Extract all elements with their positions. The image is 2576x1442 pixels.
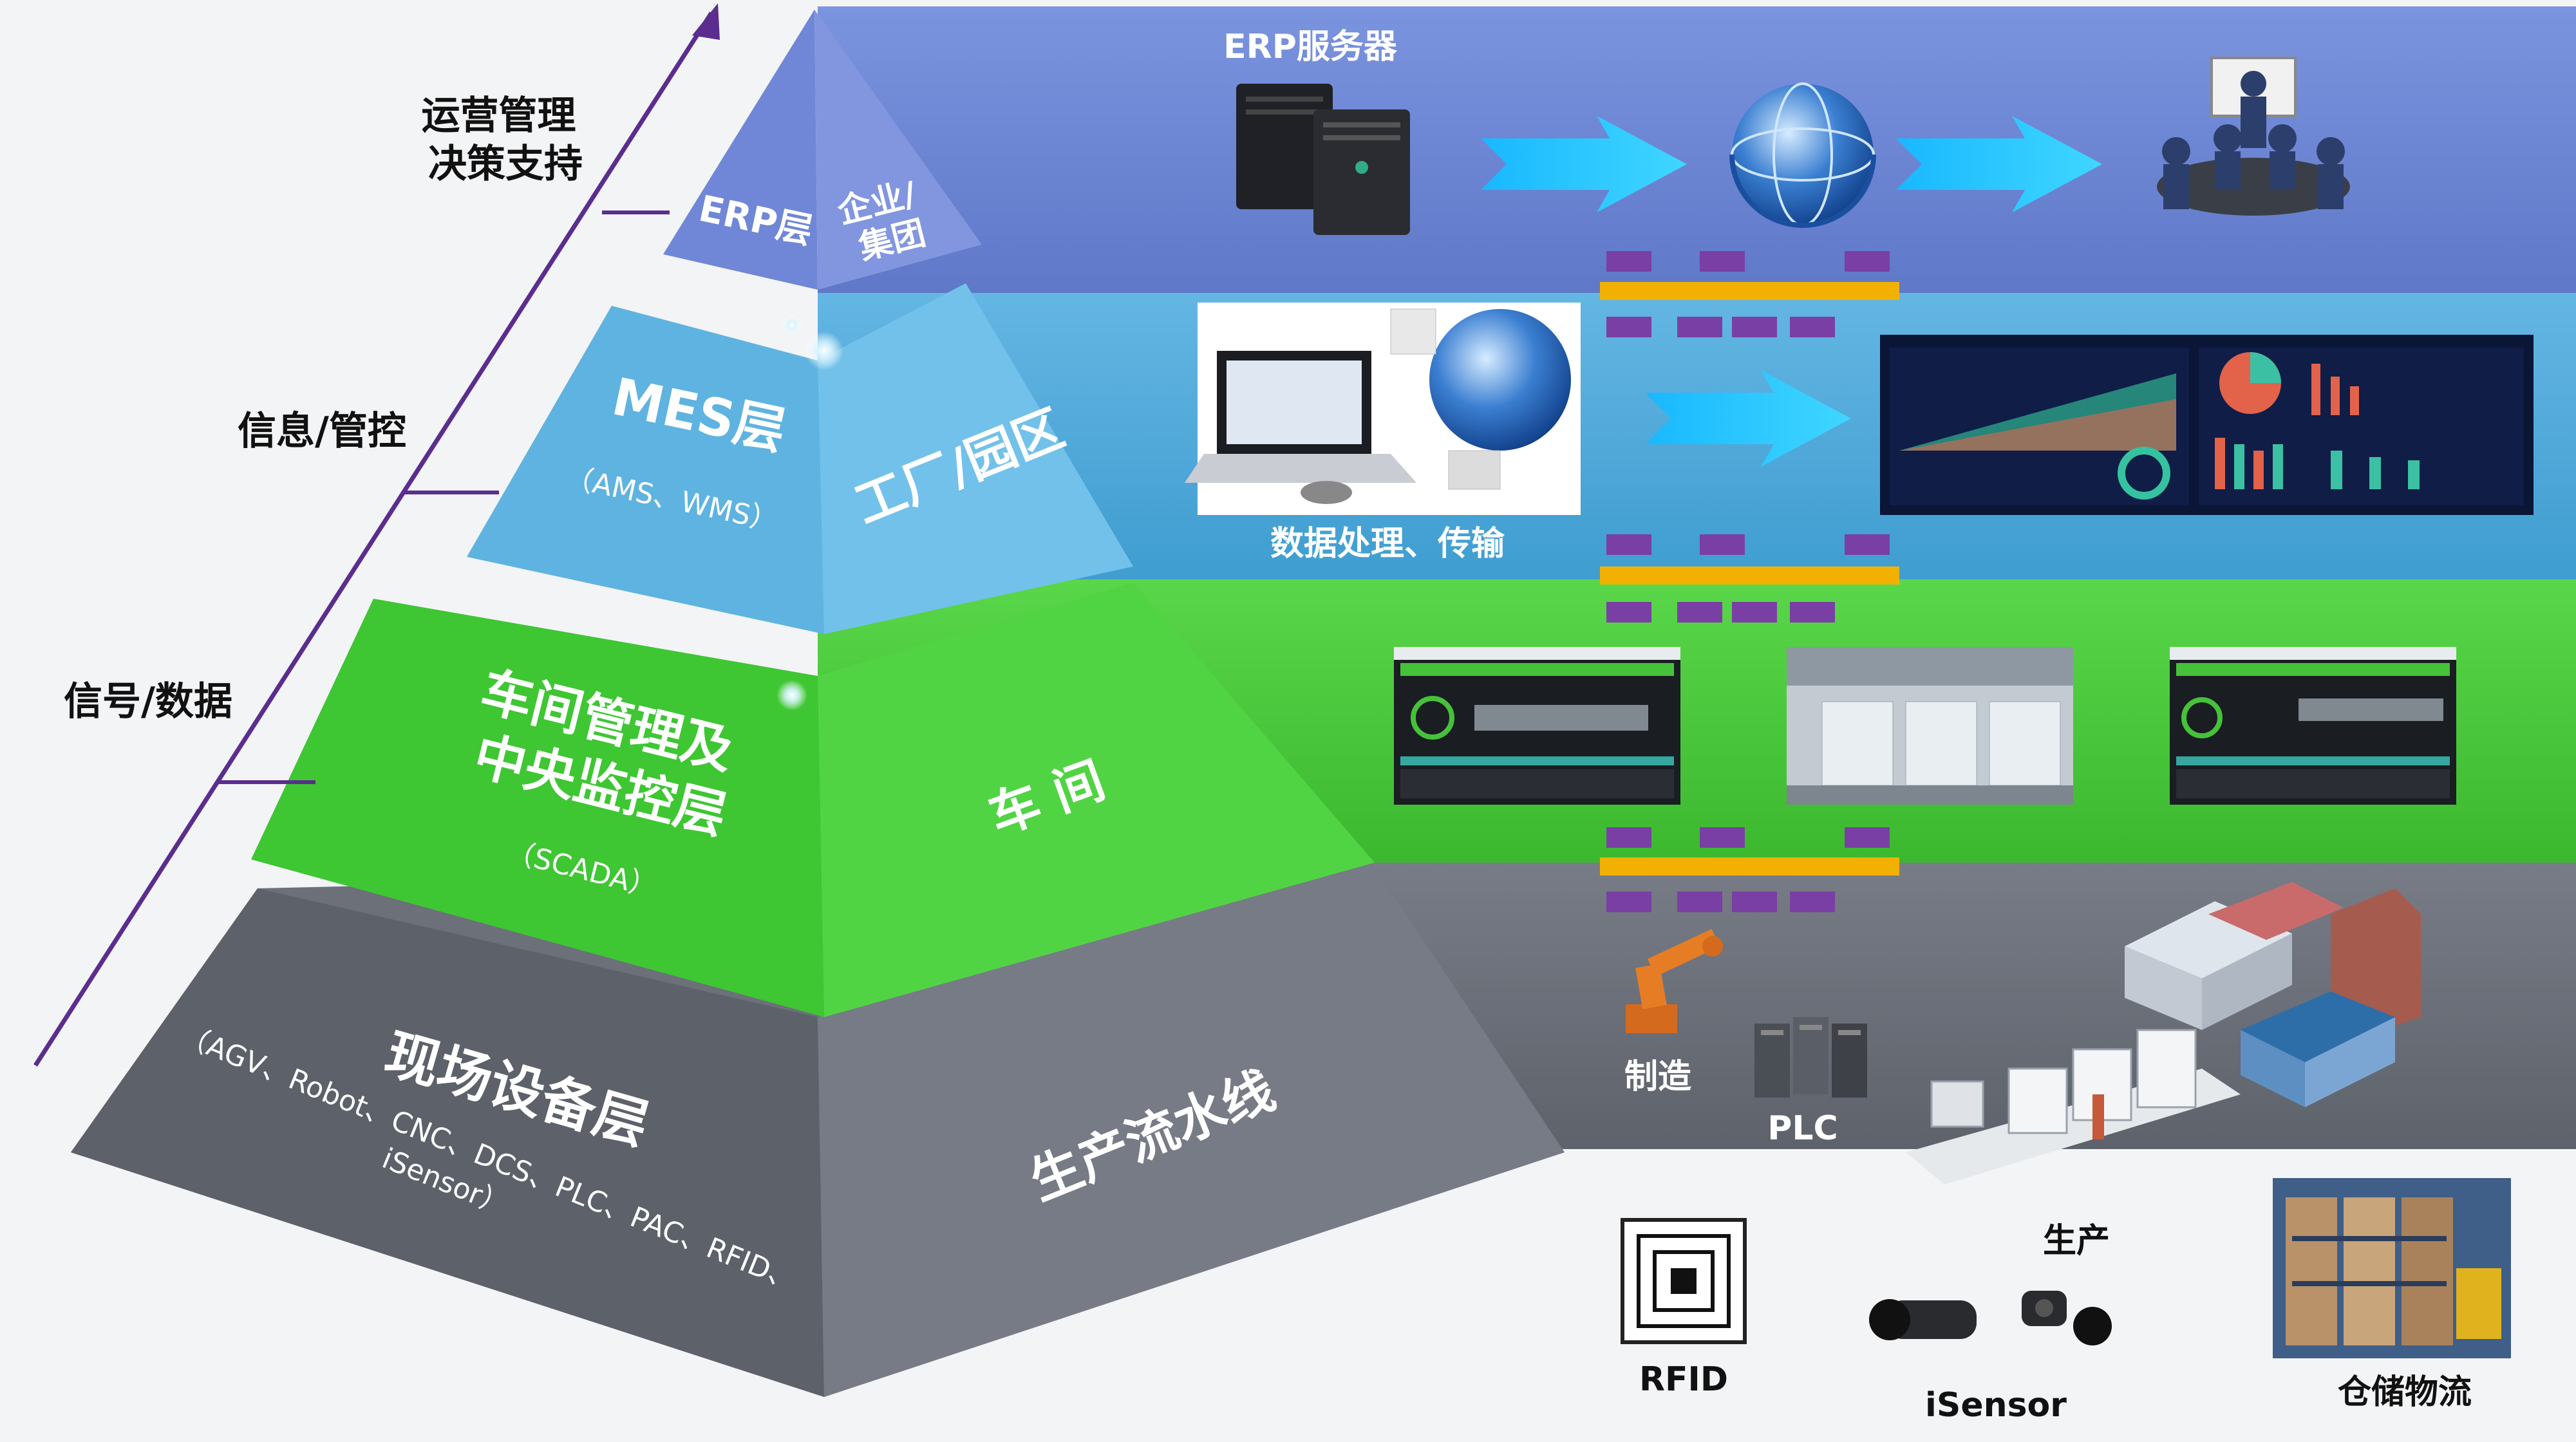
axis-label-signal: 信号/数据 — [64, 679, 232, 724]
plc-rack-icon — [1754, 1017, 1867, 1098]
growth-axis — [33, 3, 720, 1067]
robot-arm-icon — [1626, 929, 1723, 1033]
pyramid-erp-layer — [663, 10, 982, 290]
pyramid-mes-layer — [467, 283, 1133, 634]
arrow-icon — [1896, 116, 2102, 212]
plc-label: PLC — [1767, 1109, 1838, 1148]
erp-band — [818, 6, 2576, 293]
production-label: 生产 — [2043, 1222, 2110, 1260]
warehouse-label: 仓储物流 — [2338, 1373, 2472, 1412]
camera-sensor-icon — [1869, 1291, 2112, 1345]
laptop-puzzle-icon — [1185, 303, 1581, 515]
scada-screen-icon — [2170, 647, 2456, 805]
arrow-icon — [1481, 116, 1687, 212]
manufacturing-label: 制造 — [1624, 1058, 1691, 1096]
sparkle-2 — [776, 680, 807, 711]
erp-server-label: ERP服务器 — [1223, 28, 1398, 66]
server-icon — [1236, 84, 1410, 235]
warehouse-icon — [2273, 1178, 2511, 1358]
scada-screen-icon — [1394, 647, 1680, 805]
axis-label-ops: 运营管理 决策支持 — [422, 93, 590, 187]
erp-layer-scope: 企业/ 集团 — [834, 172, 941, 270]
rfid-label: RFID — [1639, 1360, 1728, 1399]
dashboard-icon — [1880, 335, 2534, 515]
bus-connector-2 — [1600, 534, 1899, 623]
meeting-icon — [2157, 57, 2350, 216]
pyramid-field-layer — [71, 863, 1565, 1397]
arrow-icon — [1645, 370, 1851, 467]
globe-icon — [1729, 82, 1876, 228]
factory-line-icon — [1787, 647, 2073, 805]
sparkle-3 — [782, 315, 802, 335]
rfid-tag-icon — [1621, 1218, 1747, 1344]
bus-connector-1 — [1600, 251, 1899, 337]
mes-data-label: 数据处理、传输 — [1270, 525, 1505, 563]
isensor-label: iSensor — [1925, 1386, 2067, 1425]
axis-label-info: 信息/管控 — [238, 409, 406, 454]
bus-connector-3 — [1600, 827, 1899, 912]
pyramid-scada-layer — [251, 583, 1375, 1017]
production-line-icon — [1906, 1029, 2241, 1184]
sparkle-1 — [805, 332, 843, 370]
factory-buildings-icon — [2125, 882, 2421, 1107]
